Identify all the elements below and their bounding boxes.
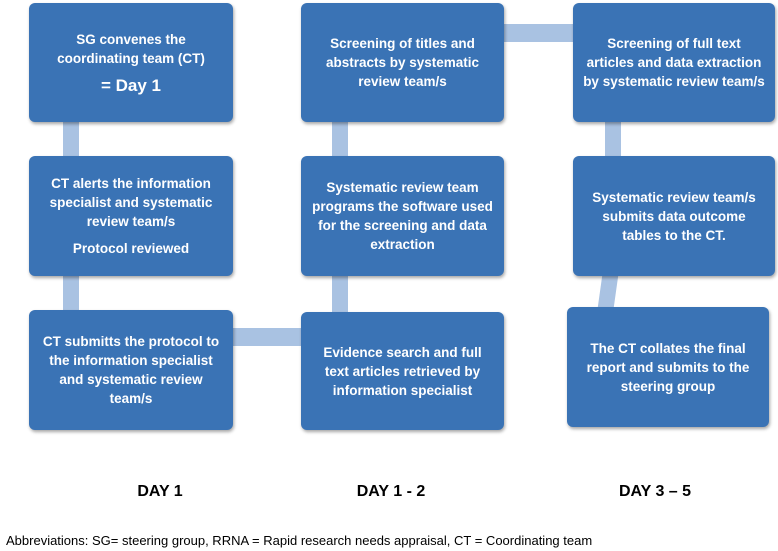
box-screening-full-text: Screening of full text articles and data… xyxy=(583,34,765,91)
connector-search-to-program xyxy=(332,276,348,312)
box-sg-convenes-day: = Day 1 xyxy=(101,76,161,95)
connector-program-to-titles xyxy=(332,122,348,156)
box-ct-submits-text: CT submitts the protocol to the informat… xyxy=(39,332,223,408)
connector-titles-to-fulltext xyxy=(504,24,574,42)
box-screening-full: Screening of full text articles and data… xyxy=(573,3,775,122)
box-sg-convenes-text: SG convenes the coordinating team (CT) xyxy=(39,30,223,68)
box-ct-submits: CT submitts the protocol to the informat… xyxy=(29,310,233,430)
box-collates-report-text: The CT collates the final report and sub… xyxy=(577,339,759,396)
connector-tables-to-report xyxy=(598,276,618,307)
day-label-3-5: DAY 3 – 5 xyxy=(575,483,735,501)
connector-alert-to-submit xyxy=(63,276,79,310)
box-ct-alerts: CT alerts the information specialist and… xyxy=(29,156,233,276)
box-collates-report: The CT collates the final report and sub… xyxy=(567,307,769,427)
box-submits-tables-text: Systematic review team/s submits data ou… xyxy=(583,188,765,245)
box-screening-titles-text: Screening of titles and abstracts by sys… xyxy=(311,34,494,91)
day-label-1-2: DAY 1 - 2 xyxy=(311,483,471,501)
box-evidence-search: Evidence search and full text articles r… xyxy=(301,312,504,430)
box-ct-alerts-text: CT alerts the information specialist and… xyxy=(39,174,223,231)
box-sg-convenes: SG convenes the coordinating team (CT) =… xyxy=(29,3,233,122)
box-programs-software-text: Systematic review team programs the soft… xyxy=(311,178,494,254)
connector-fulltext-to-tables xyxy=(605,122,621,156)
box-ct-alerts-sub: Protocol reviewed xyxy=(73,239,189,258)
abbreviations-note: Abbreviations: SG= steering group, RRNA … xyxy=(6,533,592,548)
box-submits-tables: Systematic review team/s submits data ou… xyxy=(573,156,775,276)
connector-submit-to-search xyxy=(232,328,302,346)
day-label-1: DAY 1 xyxy=(80,483,240,501)
box-evidence-search-text: Evidence search and full text articles r… xyxy=(311,343,494,400)
connector-sg-to-alert xyxy=(63,122,79,156)
box-screening-titles: Screening of titles and abstracts by sys… xyxy=(301,3,504,122)
box-programs-software: Systematic review team programs the soft… xyxy=(301,156,504,276)
